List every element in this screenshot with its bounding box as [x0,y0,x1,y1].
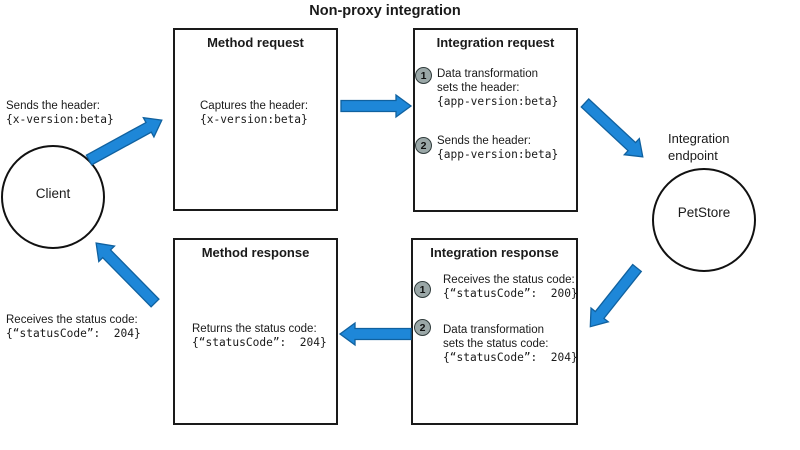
step-1-badge: 1 [414,281,431,298]
body-code: {“statusCode”: 204} [192,336,327,349]
box-title: Method response [201,245,310,260]
caption-line: endpoint [668,147,718,163]
box-body: Captures the header: {x-version:beta} [200,99,308,127]
step-text: sets the header: [437,82,520,94]
step-1-text: Receives the status code: {“statusCode”:… [443,273,578,301]
step-text: Receives the status code: [443,274,575,286]
box-title: Integration response [430,245,559,260]
step-code: {“statusCode”: 200} [443,287,578,300]
step-text: Data transformation [437,68,538,80]
annotation-text: Sends the header: [6,100,100,112]
diagram-title: Non-proxy integration [309,3,461,19]
step-2-badge: 2 [414,319,431,336]
caption-line: Integration [668,131,730,146]
step-2-badge: 2 [415,137,432,154]
integration-request-box: Integration request 1 Data transformatio… [413,28,578,212]
step-code: {app-version:beta} [437,148,559,161]
step-code: {“statusCode”: 204} [443,351,578,364]
arrow-method-request-to-integration-request [340,93,413,119]
integration-endpoint-caption: Integration endpoint [668,131,729,164]
box-title: Method request [207,35,304,50]
step-1-text: Data transformation sets the header: {ap… [437,67,558,109]
arrow-endpoint-to-integration-response [589,263,643,328]
step-text: sets the status code: [443,338,549,350]
step-text: Data transformation [443,324,544,336]
client-request-annotation: Sends the header: {x-version:beta} [6,99,114,127]
step-1-badge: 1 [415,67,432,84]
step-number: 2 [419,321,426,334]
step-number: 1 [420,69,427,82]
client-label: Client [35,185,71,201]
arrow-method-response-to-client [95,242,160,308]
arrow-integration-response-to-method-response [338,321,412,347]
box-body: Returns the status code: {“statusCode”: … [192,322,327,350]
annotation-code: {x-version:beta} [6,113,114,126]
method-request-box: Method request Captures the header: {x-v… [173,28,338,211]
body-text: Captures the header: [200,100,309,112]
client-response-annotation: Receives the status code: {“statusCode”:… [6,313,141,341]
petstore-label: PetStore [677,204,731,220]
petstore-node: PetStore [652,168,756,272]
annotation-code: {“statusCode”: 204} [6,327,141,340]
client-node: Client [1,145,105,249]
box-title: Integration request [436,35,555,50]
annotation-text: Receives the status code: [6,314,138,326]
step-2-text: Sends the header: {app-version:beta} [437,134,558,162]
step-code: {app-version:beta} [437,95,559,108]
body-code: {x-version:beta} [200,113,308,126]
method-response-box: Method response Returns the status code:… [173,238,338,425]
step-number: 1 [419,283,426,296]
integration-response-box: Integration response 1 Receives the stat… [411,238,578,425]
step-2-text: Data transformation sets the status code… [443,323,578,365]
body-text: Returns the status code: [192,323,317,335]
arrow-integration-request-to-endpoint [580,98,644,158]
step-text: Sends the header: [437,135,531,147]
step-number: 2 [420,139,427,152]
